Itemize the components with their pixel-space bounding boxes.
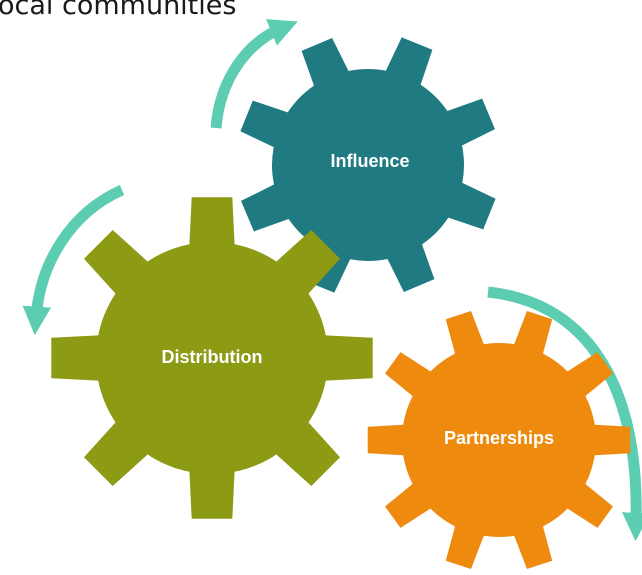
gear-label-distribution: Distribution bbox=[162, 347, 263, 367]
gear-label-influence: Influence bbox=[330, 151, 409, 171]
gear-shape bbox=[240, 37, 496, 293]
curved-arrow-icon bbox=[22, 184, 125, 336]
gear-distribution: Distribution bbox=[51, 197, 373, 519]
gear-partnerships: Partnerships bbox=[367, 311, 631, 569]
gear-shape bbox=[367, 311, 631, 569]
gear-label-partnerships: Partnerships bbox=[444, 428, 554, 448]
curved-arrow-icon bbox=[210, 19, 298, 129]
gear-influence: Influence bbox=[240, 37, 496, 293]
gear-shape bbox=[51, 197, 373, 519]
heading-text: ocal communities bbox=[0, 0, 237, 21]
